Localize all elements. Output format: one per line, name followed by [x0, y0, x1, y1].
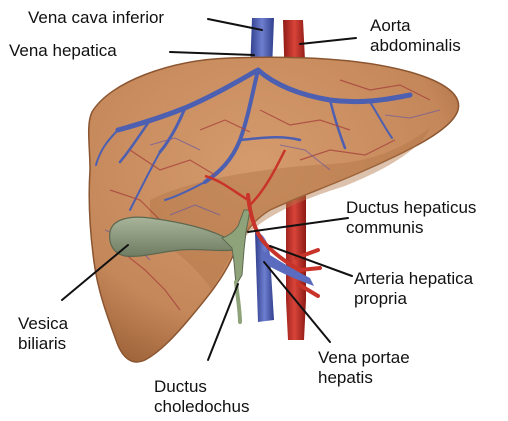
label-ductus-hepaticus-communis: Ductus hepaticus communis — [346, 198, 476, 238]
label-ductus-choledochus: Ductus choledochus — [154, 377, 249, 417]
label-vesica-biliaris: Vesica biliaris — [18, 314, 68, 354]
leader-aorta — [300, 38, 356, 44]
label-vena-hepatica: Vena hepatica — [9, 41, 117, 61]
label-arteria-hepatica-propria: Arteria hepatica propria — [354, 269, 473, 309]
label-vena-portae-hepatis: Vena portae hepatis — [318, 348, 410, 388]
leader-vena-hepatica — [170, 52, 254, 55]
label-vena-cava-inferior: Vena cava inferior — [28, 8, 164, 28]
leader-ductus-choledochus — [208, 284, 238, 360]
label-aorta-abdominalis: Aorta abdominalis — [370, 16, 461, 56]
